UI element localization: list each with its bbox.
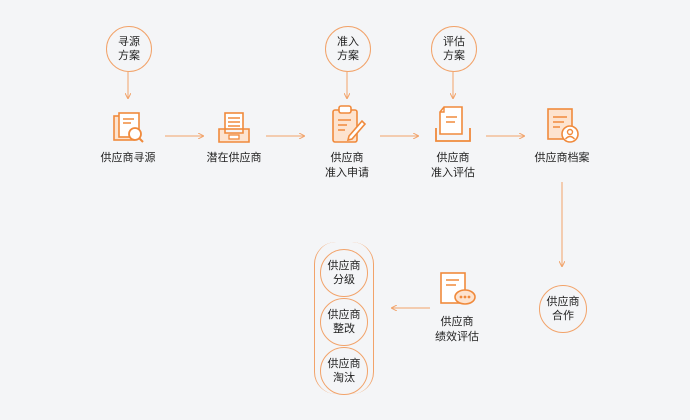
step-admission-request: 供应商 准入申请 [297,104,397,180]
step-performance-evaluation: 供应商 绩效评估 [407,270,507,344]
step-label-line: 准入评估 [431,166,475,179]
step-label: 供应商 准入申请 [297,150,397,180]
step-admission-evaluation: 供应商 准入评估 [403,104,503,180]
outcome-rectification-bubble: 供应商 整改 [320,298,368,346]
document-chat-icon [440,272,476,305]
bubble-line: 淘汰 [333,371,355,384]
step-label: 供应商 绩效评估 [407,314,507,344]
bubble-line: 供应商 [546,295,580,308]
step-label-line: 准入申请 [325,166,369,179]
bubble-line: 合作 [552,309,574,322]
bubble-line: 方案 [337,49,359,62]
step-label: 供应商档案 [534,151,590,164]
outcome-grading-bubble: 供应商 分级 [320,249,368,297]
step-label-line: 供应商 [330,151,364,164]
step-potential-supplier: 潜在供应商 [184,110,284,165]
admission-plan-bubble: 准入 方案 [325,26,371,72]
bubble-line: 供应商 [327,357,361,370]
document-search-icon [113,112,144,143]
evaluation-plan-bubble: 评估 方案 [431,26,477,72]
bubble-line: 寻源 [118,35,140,48]
document-tray-icon [435,106,471,142]
outcomes-bracket [314,242,374,394]
sourcing-plan-bubble: 寻源 方案 [106,26,152,72]
clipboard-edit-icon [332,105,367,143]
outcome-elimination-bubble: 供应商 淘汰 [320,347,368,395]
step-supplier-archive: 供应商档案 [512,106,612,165]
bubble-line: 整改 [333,322,355,335]
document-user-icon [547,108,579,143]
step-label-line: 绩效评估 [435,330,479,343]
step-supplier-sourcing: 供应商寻源 [78,110,178,165]
bubble-line: 分级 [333,273,355,286]
bubble-line: 供应商 [327,259,361,272]
bubble-line: 方案 [118,49,140,62]
bubble-line: 供应商 [327,308,361,321]
supplier-cooperation-bubble: 供应商 合作 [539,285,587,333]
bubble-line: 准入 [337,35,359,48]
step-label-line: 供应商 [440,315,474,328]
inbox-tray-icon [218,112,250,143]
step-label-line: 供应商 [436,151,470,164]
step-label: 潜在供应商 [206,151,262,164]
step-label: 供应商 准入评估 [403,150,503,180]
step-label: 供应商寻源 [100,151,156,164]
bubble-line: 评估 [443,35,465,48]
bubble-line: 方案 [443,49,465,62]
